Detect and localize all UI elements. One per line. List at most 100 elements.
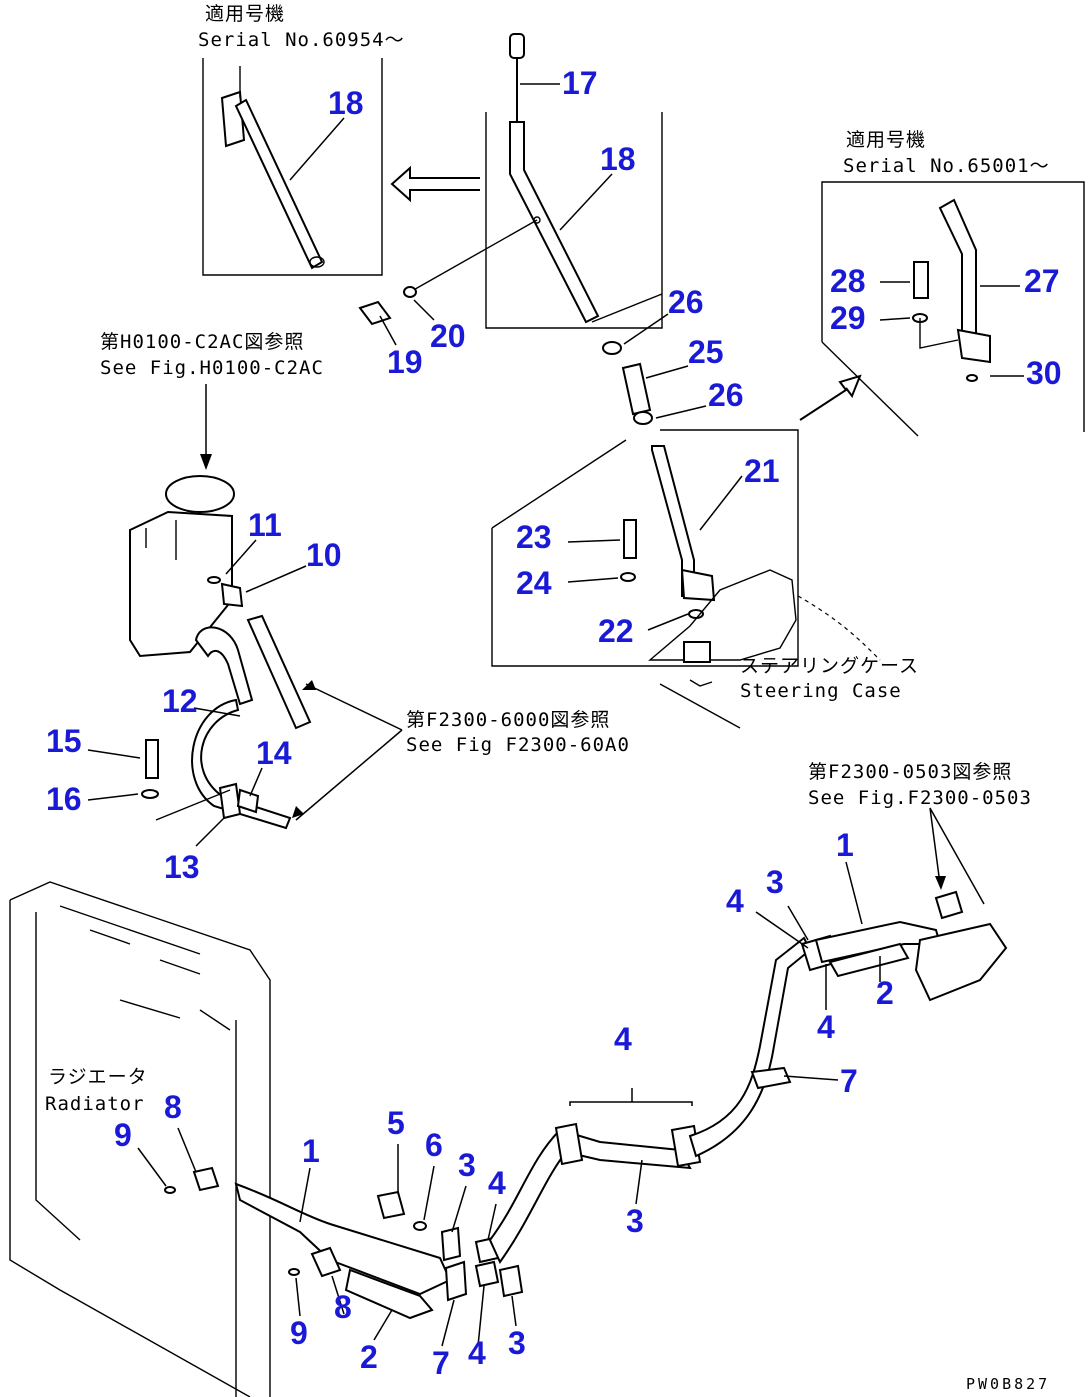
serial-top-en: Serial No.60954～ (198, 29, 405, 51)
callout-11: 11 (248, 507, 282, 543)
callout-26-upper: 26 (668, 284, 704, 320)
tube-27 (938, 198, 977, 335)
clamp-26-lower (633, 411, 653, 425)
callout-leaders (87, 83, 1024, 1347)
o-ring-9-upper (164, 1186, 176, 1194)
valve-body (914, 922, 1008, 1002)
callout-10: 10 (306, 537, 342, 573)
o-ring-11 (207, 576, 221, 584)
ref-6000-jp: 第F2300-6000図参照 (406, 709, 610, 731)
radiator-en: Radiator (45, 1093, 145, 1115)
elbow-8-lower (310, 1246, 342, 1278)
washer-16 (141, 789, 159, 799)
callouts: 18 17 18 19 20 26 25 26 21 23 24 22 27 2… (46, 65, 1062, 1381)
callout-4-right-upper: 4 (726, 883, 744, 919)
callout-5: 5 (387, 1105, 405, 1141)
callout-9-lower: 9 (290, 1315, 308, 1351)
o-ring-9-lower (288, 1268, 300, 1276)
callout-2-right: 2 (876, 975, 894, 1011)
callout-3-right: 3 (766, 864, 784, 900)
callout-12: 12 (162, 683, 198, 719)
callout-19: 19 (387, 344, 423, 380)
filter-assembly (129, 475, 312, 830)
ref-6000-leaders (295, 683, 403, 821)
callout-23: 23 (516, 519, 552, 555)
ref-0503-jp: 第F2300-0503図参照 (808, 761, 1012, 783)
callout-16: 16 (46, 781, 82, 817)
inset-serial-60954: 適用号機 Serial No.60954～ (198, 3, 405, 276)
filter-cap (165, 475, 235, 513)
callout-4-mid: 4 (614, 1021, 632, 1057)
radiator (9, 881, 271, 1397)
callout-2-left: 2 (360, 1339, 378, 1375)
callout-21: 21 (744, 453, 780, 489)
ref-h0100-en: See Fig.H0100-C2AC (100, 357, 324, 379)
inset-right-frame (821, 181, 1085, 432)
filter-body (129, 510, 233, 658)
hose-25 (621, 362, 652, 416)
arrow-up-right (799, 374, 862, 421)
callout-27: 27 (1024, 263, 1060, 299)
tube-27-flange (956, 328, 991, 364)
washer-6 (413, 1221, 427, 1231)
steering-leader (797, 595, 881, 661)
elbow-8-upper (192, 1166, 220, 1192)
fitting-0503-a (934, 890, 964, 920)
ref-h0100-jp: 第H0100-C2AC図参照 (100, 331, 304, 353)
steering-jp: ステアリングケース (740, 655, 919, 677)
callout-13: 13 (164, 849, 200, 885)
figure-code: PW0B827 (966, 1375, 1050, 1393)
inset-frame (202, 58, 383, 276)
callout-20: 20 (430, 318, 466, 354)
hose-2-right (828, 942, 910, 978)
washer-24 (620, 572, 636, 582)
hose-2 (344, 1268, 434, 1320)
callout-7-right: 7 (840, 1063, 858, 1099)
hose-connector (246, 614, 312, 730)
callout-3-left: 3 (458, 1147, 476, 1183)
tube-21-flange (680, 568, 716, 602)
callout-17: 17 (562, 65, 598, 101)
bolt-15 (145, 739, 159, 779)
callout-28: 28 (830, 263, 866, 299)
callout-1-left: 1 (302, 1133, 320, 1169)
radiator-detail (59, 905, 231, 1031)
serial-right-en: Serial No.65001～ (843, 155, 1050, 177)
callout-6: 6 (425, 1127, 443, 1163)
mounting-bracket (220, 90, 246, 148)
bolt-28 (913, 261, 929, 299)
serial-top-jp: 適用号機 (205, 3, 285, 25)
radiator-core (9, 881, 271, 1397)
clip-3-left (440, 1226, 462, 1262)
callout-4-right-lower: 4 (817, 1009, 835, 1045)
callout-4-bottom: 4 (468, 1335, 486, 1371)
bolt-19 (358, 300, 392, 326)
callout-25: 25 (688, 334, 724, 370)
clamp-7-lower (444, 1260, 468, 1302)
clamp-4-lower (474, 1260, 500, 1288)
clip-3-lower (498, 1264, 524, 1298)
bolt-23 (623, 519, 637, 559)
o-ring-30 (966, 374, 978, 382)
dipstick-cap (509, 33, 525, 59)
elbow-10 (220, 582, 244, 608)
callout-9-upper: 9 (114, 1117, 132, 1153)
hose-run (164, 890, 1008, 1320)
steering-frame (491, 429, 799, 667)
dipstick-tube-18-alt (234, 98, 324, 270)
dipstick-frame (485, 112, 663, 329)
ref-6000-en: See Fig F2300-60A0 (406, 734, 630, 756)
dipstick-group (358, 33, 663, 329)
callout-15: 15 (46, 723, 82, 759)
arrow-left (390, 165, 480, 203)
callout-22: 22 (598, 613, 634, 649)
steering-case-group (491, 429, 799, 667)
callout-7-left: 7 (432, 1345, 450, 1381)
steering-en: Steering Case (740, 680, 902, 702)
clamp-7-upper (750, 1066, 792, 1090)
clamp-13 (218, 782, 242, 820)
dipstick-tube-18 (509, 121, 600, 324)
callout-18-inset: 18 (328, 85, 364, 121)
hose-1 (234, 1182, 452, 1296)
callout-14: 14 (256, 735, 292, 771)
